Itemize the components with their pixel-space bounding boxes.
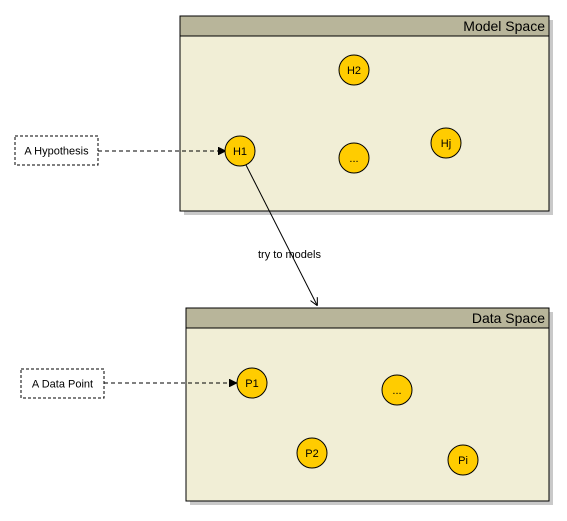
data-space-body (185, 307, 550, 502)
node-h1-circle (224, 135, 256, 167)
node-p-ellipsis-circle (381, 374, 413, 406)
models-edge-label: try to models (258, 249, 321, 261)
data-space-panel[interactable]: Data Space (185, 307, 553, 505)
node-p1[interactable]: P1 (236, 367, 268, 399)
node-h2[interactable]: H2 (338, 54, 370, 86)
node-p-ellipsis-label: ... (392, 385, 401, 397)
node-p2-label: P2 (305, 448, 318, 460)
node-h-ellipsis-label: ... (349, 153, 358, 165)
node-h-ellipsis[interactable]: ... (338, 142, 370, 174)
data-space-header (185, 307, 550, 329)
data-point-note-label: A Data Point (32, 379, 93, 391)
node-hj-label: Hj (441, 138, 451, 150)
data-point-note-box (20, 368, 105, 399)
node-hj[interactable]: Hj (430, 127, 462, 159)
models-edge (245, 164, 317, 305)
node-pi-label: Pi (458, 455, 468, 467)
node-h2-label: H2 (347, 65, 361, 77)
node-p2-circle (296, 437, 328, 469)
node-p2[interactable]: P2 (296, 437, 328, 469)
hypothesis-note-label: A Hypothesis (24, 146, 89, 158)
model-space-panel[interactable]: Model Space (179, 15, 553, 215)
node-p1-label: P1 (245, 378, 258, 390)
node-p-ellipsis[interactable]: ... (381, 374, 413, 406)
data-point-note[interactable]: A Data Point (20, 368, 105, 399)
model-space-body (179, 15, 550, 212)
node-pi-circle (447, 444, 479, 476)
node-p1-circle (236, 367, 268, 399)
model-space-header (179, 15, 550, 37)
hypothesis-note-box (14, 135, 99, 166)
node-h1-label: H1 (233, 146, 247, 158)
node-pi[interactable]: Pi (447, 444, 479, 476)
node-h-ellipsis-circle (338, 142, 370, 174)
node-h1[interactable]: H1 (224, 135, 256, 167)
data-space-title: Data Space (472, 310, 545, 326)
node-h2-circle (338, 54, 370, 86)
node-hj-circle (430, 127, 462, 159)
hypothesis-note[interactable]: A Hypothesis (14, 135, 99, 166)
model-space-title: Model Space (463, 18, 545, 34)
